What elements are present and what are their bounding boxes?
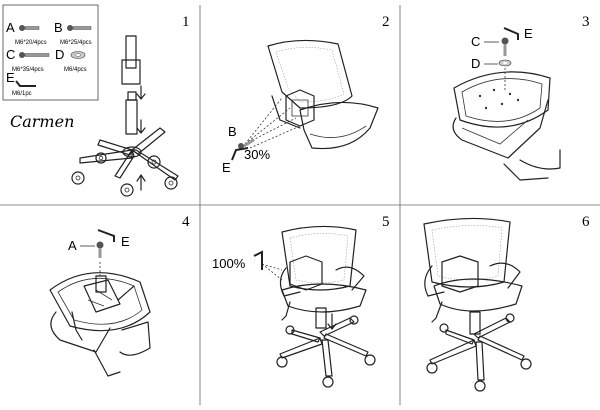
step6-illustration: [423, 217, 532, 392]
allen-key-icon: [97, 229, 115, 242]
step3-label-e: E: [524, 26, 533, 41]
step-number-4: 4: [182, 214, 190, 230]
step2-label-e: E: [222, 160, 231, 175]
caster-icon: [322, 376, 334, 388]
step-number-5: 5: [382, 214, 390, 230]
part-d-letter: D: [55, 47, 64, 62]
screw-a-icon: [19, 25, 40, 31]
part-c-letter: C: [6, 47, 15, 62]
part-b-letter: B: [54, 20, 63, 35]
step-number-2: 2: [382, 14, 390, 30]
caster-icon: [147, 155, 161, 169]
step2-illustration: B E 30%: [222, 39, 379, 175]
part-e-spec: M6/1pc: [12, 91, 32, 97]
step5-torque-label: 100%: [212, 256, 246, 271]
step1-illustration: [71, 35, 179, 197]
part-e-letter: E: [6, 70, 15, 85]
caster-icon: [95, 152, 107, 164]
arrow-down-icon: [136, 119, 146, 134]
step4-illustration: A E: [49, 229, 151, 377]
part-d-spec: M6/4pcs: [64, 67, 87, 73]
step2-label-b: B: [228, 124, 237, 139]
step3-label-c: C: [471, 34, 480, 49]
arrow-up-icon: [136, 174, 146, 191]
washer-d-icon: [70, 51, 86, 59]
step-number-6: 6: [582, 214, 590, 230]
part-c-spec: M6*35/4pcs: [12, 67, 44, 73]
caster-icon: [505, 313, 515, 323]
caster-icon: [120, 183, 134, 197]
caster-icon: [520, 358, 532, 370]
screw-c-icon: [501, 37, 509, 56]
part-a-letter: A: [6, 20, 15, 35]
step3-illustration: C E D: [452, 26, 561, 181]
screw-b-icon: [67, 25, 92, 31]
caster-icon: [474, 380, 486, 392]
screw-c-icon: [19, 52, 50, 58]
caster-icon: [439, 323, 449, 333]
caster-icon: [285, 325, 295, 335]
step2-torque-label: 30%: [244, 147, 270, 162]
step5-illustration: 100%: [212, 225, 376, 388]
allen-key-e-icon: [15, 80, 36, 87]
parts-list-box: A M6*20/4pcs B M6*25/4pcs C M6*35/4pcs D…: [2, 4, 99, 101]
allen-key-icon: [253, 250, 263, 270]
caster-icon: [276, 356, 288, 368]
caster-icon: [426, 362, 438, 374]
arrow-down-icon: [136, 85, 146, 100]
step4-label-a: A: [68, 238, 77, 253]
part-b-spec: M6*25/4pcs: [60, 40, 92, 46]
step3-label-d: D: [471, 56, 480, 71]
brand-logo-text: Carmen: [10, 112, 74, 131]
part-a-spec: M6*20/4pcs: [15, 40, 47, 46]
step4-label-e: E: [121, 234, 130, 249]
screw-b-icon: [238, 138, 255, 149]
step-number-3: 3: [582, 14, 590, 30]
washer-d-icon: [498, 59, 512, 67]
allen-key-icon: [503, 27, 519, 40]
screw-a-icon: [96, 241, 104, 258]
caster-icon: [364, 354, 376, 366]
step-number-1: 1: [182, 14, 190, 30]
caster-icon: [349, 315, 359, 325]
caster-icon: [71, 171, 85, 185]
allen-key-icon: [231, 147, 249, 161]
caster-icon: [164, 176, 178, 190]
